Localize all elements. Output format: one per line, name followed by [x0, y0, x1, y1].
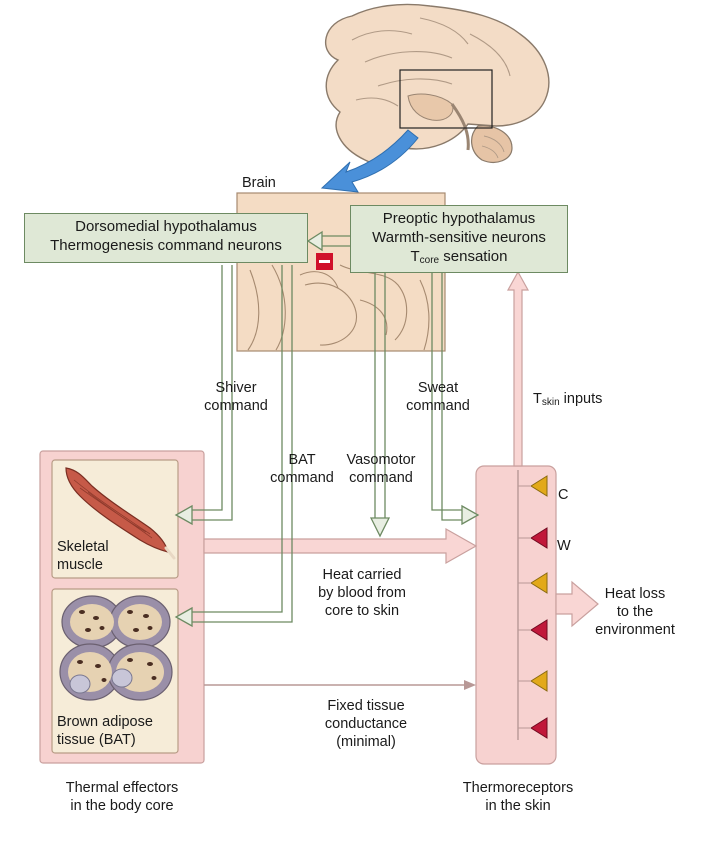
bat-cmd-line2: command: [270, 470, 334, 486]
sweat-line1: Sweat: [417, 380, 459, 396]
effectors-line1: Thermal effectors: [65, 780, 179, 796]
command-arrowheads: [174, 230, 480, 628]
thermal-effectors-label: Thermal effectors in the body core: [40, 779, 204, 815]
shiver-line1: Shiver: [215, 380, 257, 396]
shiver-command-label: Shiver command: [198, 379, 274, 415]
fixed-conductance-label: Fixed tissue conductance (minimal): [314, 697, 418, 751]
tskin-rest: inputs: [559, 391, 603, 407]
dmh-line2: Thermogenesis command neurons: [50, 237, 282, 254]
heat-blood-arrow: [203, 527, 478, 565]
cold-receptor-label: C: [558, 487, 569, 503]
brain-illustration: [324, 3, 550, 164]
command-pathways: [190, 235, 464, 623]
dmh-line1: Dorsomedial hypothalamus: [75, 218, 257, 235]
tskin-inputs-arrow: [506, 270, 530, 467]
zoom-arrow-blue: [320, 129, 419, 193]
skeletal-line2: muscle: [57, 557, 103, 573]
poa-t-sub: core: [419, 255, 440, 266]
dmh-box: Dorsomedial hypothalamus Thermogenesis c…: [24, 213, 308, 263]
muscle-icon: [65, 467, 176, 560]
heatloss-line3: environment: [595, 622, 675, 638]
heat-blood-line1: Heat carried: [322, 567, 402, 583]
thermoreceptor-triangles: [518, 475, 548, 739]
shiver-line2: command: [204, 398, 268, 414]
bat-cmd-line1: BAT: [288, 452, 316, 468]
vasomotor-command-label: Vasomotor command: [338, 451, 424, 487]
tskin-t: T: [533, 391, 542, 407]
tskin-inputs-label: Tskin inputs: [533, 390, 602, 412]
fixed-line2: conductance: [324, 716, 408, 732]
bat-tissue-line1: Brown adipose: [57, 714, 153, 730]
sweat-command-label: Sweat command: [400, 379, 476, 415]
heatloss-line2: to the: [616, 604, 654, 620]
brain-label: Brain: [242, 175, 276, 191]
poa-line2: Warmth-sensitive neurons: [372, 229, 546, 246]
poa-line3: Tcore sensation: [351, 247, 567, 270]
sweat-line2: command: [406, 398, 470, 414]
heat-loss-label: Heat loss to the environment: [580, 585, 690, 639]
skin-thermoreceptors-label: Thermoreceptors in the skin: [448, 779, 588, 815]
thermo-line2: in the skin: [485, 798, 551, 814]
bat-cells-icon: [59, 595, 173, 701]
heat-blood-line3: core to skin: [324, 603, 400, 619]
warm-receptor-label: W: [557, 538, 571, 554]
vaso-line1: Vasomotor: [346, 452, 416, 468]
effectors-line2: in the body core: [70, 798, 174, 814]
bat-command-label: BAT command: [264, 451, 340, 487]
fixed-line3: (minimal): [336, 734, 396, 750]
poa-t: T: [410, 248, 420, 265]
thermo-line1: Thermoreceptors: [462, 780, 574, 796]
skeletal-muscle-label: Skeletal muscle: [57, 538, 109, 574]
poa-box: Preoptic hypothalamus Warmth-sensitive n…: [350, 205, 568, 273]
bat-tissue-line2: tissue (BAT): [57, 732, 136, 748]
vaso-line2: command: [349, 470, 413, 486]
bat-tissue-label: Brown adipose tissue (BAT): [57, 713, 153, 749]
fixed-line1: Fixed tissue: [327, 698, 405, 714]
heatloss-line1: Heat loss: [604, 586, 666, 602]
heat-loss-arrow: [555, 580, 599, 628]
heat-blood-label: Heat carried by blood from core to skin: [306, 566, 418, 620]
poa-t-rest: sensation: [439, 248, 508, 265]
heat-blood-line2: by blood from: [318, 585, 406, 601]
fixed-conductance-arrowhead: [464, 680, 476, 690]
tskin-sub: skin: [541, 397, 560, 408]
skeletal-line1: Skeletal: [57, 539, 109, 555]
poa-line1: Preoptic hypothalamus: [382, 210, 536, 227]
inhibition-minus-icon: [316, 253, 333, 270]
